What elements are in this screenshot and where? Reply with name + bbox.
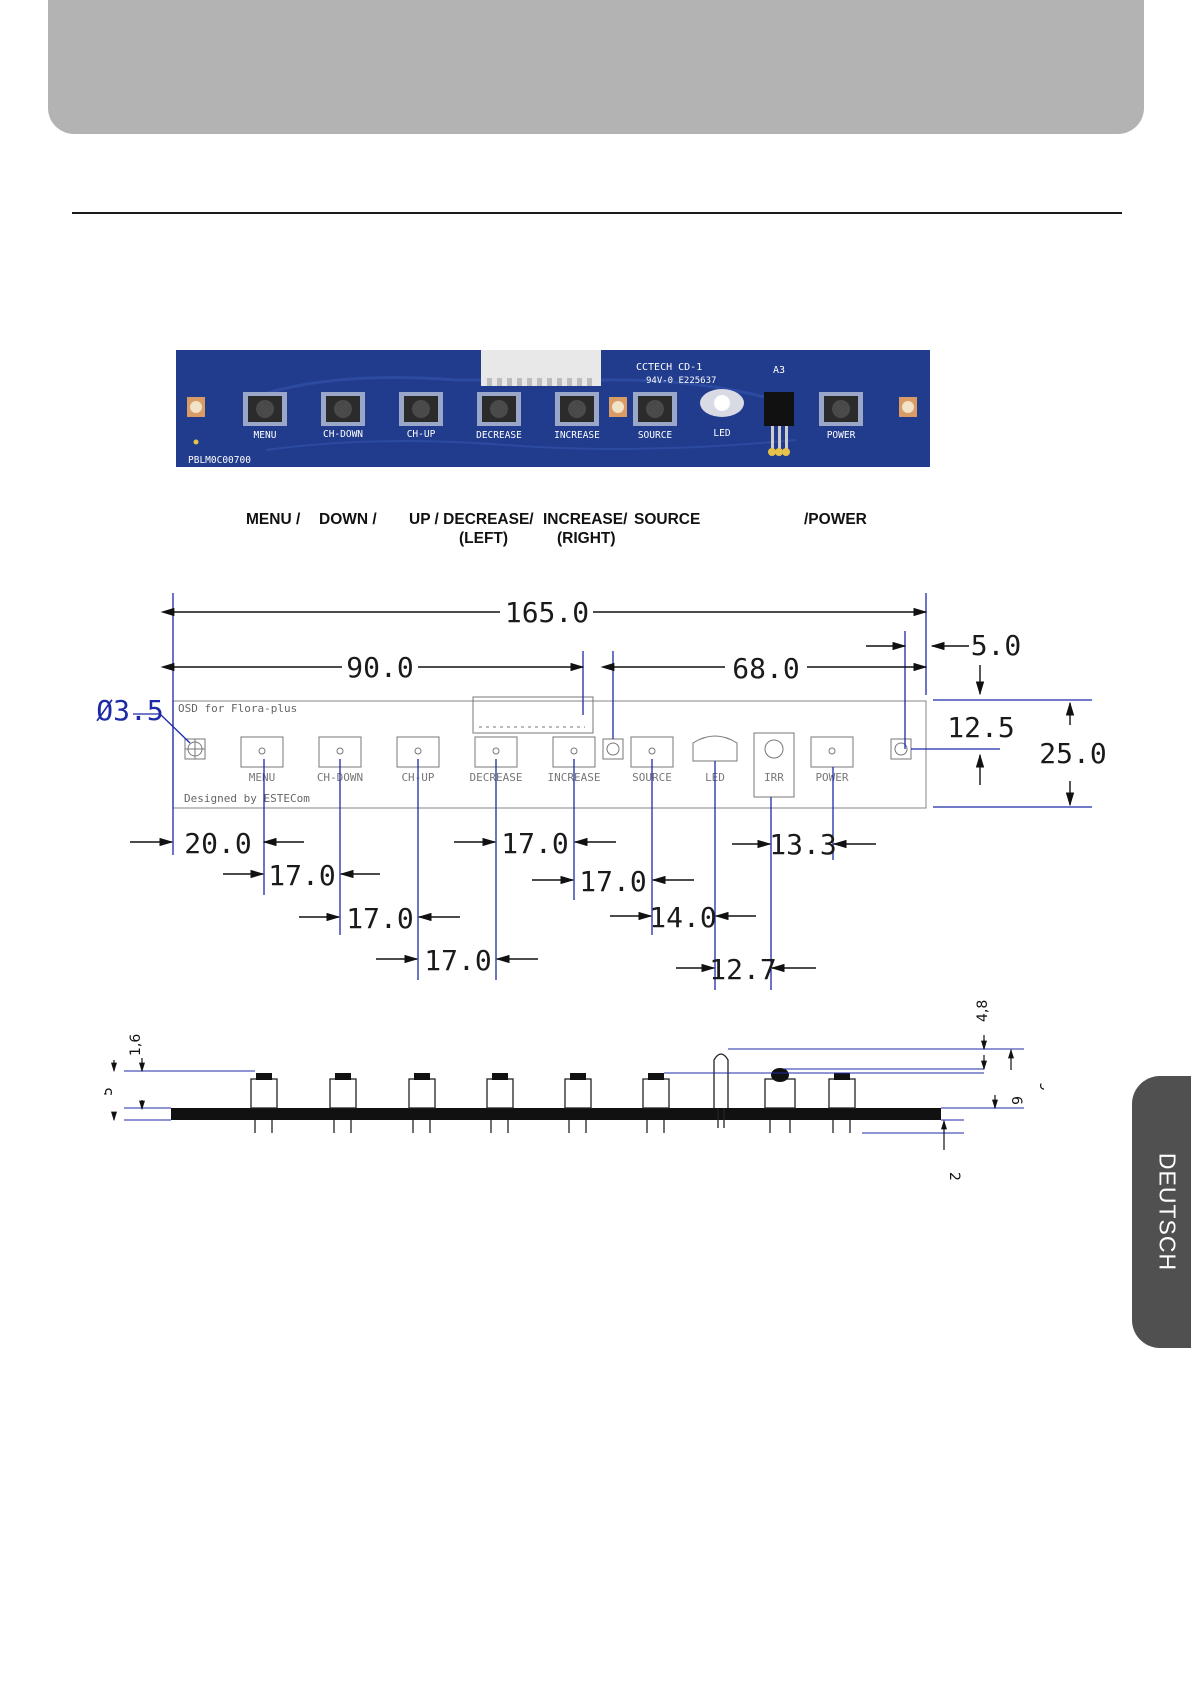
side-dim-irr-height: 6 [1008,1096,1024,1105]
language-tab-label: DEUTSCH [1154,1152,1181,1272]
pcb-button-ch-down [321,392,365,426]
dim-to-connector: 90.0 [346,651,413,684]
side-switch-cap [414,1073,430,1080]
pcb-label-led: LED [713,428,730,439]
side-switch [486,1078,514,1109]
side-switch [408,1078,436,1109]
pcb-label-power: POWER [827,430,856,441]
side-switch-cap [648,1073,664,1080]
label-right: (RIGHT) [557,530,616,547]
side-switch [642,1078,670,1109]
side-switch [250,1078,278,1109]
pcb-button-source [633,392,677,426]
dim-board-height: 25.0 [1039,737,1106,770]
label-source: SOURCE [634,511,701,528]
side-switch-cap [834,1073,850,1080]
dim-overall-width: 165.0 [505,596,589,629]
side-switch-cap [335,1073,351,1080]
pcb-photo: MENU CH-DOWN CH-UP DECREASE INCREASE SOU… [176,350,930,467]
side-board [171,1108,941,1120]
drawing-connector [472,696,594,734]
drawing-hole-middle [602,738,624,760]
drawing-led [692,735,738,762]
side-switch [828,1078,856,1109]
pcb-button-increase [555,392,599,426]
pcb-trace [245,376,777,402]
language-tab: DEUTSCH [1132,1076,1191,1348]
label-power: /POWER [804,511,867,528]
side-dim-left-height: 5 [104,1087,116,1096]
side-dim-bottom: 2 [946,1172,962,1181]
dim-first-button: 20.0 [184,827,251,860]
pcb-button-menu [243,392,287,426]
dim-edge-offset: 5.0 [971,629,1022,662]
side-dim-board: 1,6 [128,1034,144,1056]
drawing-label-menu: MENU [249,771,276,784]
side-switch [329,1078,357,1109]
pcb-silk-rating: 94V-0 E225637 [646,376,716,386]
pcb-button-power [819,392,863,426]
side-profile-drawing: 1,6 5 4,8 6 9 2 [104,1000,1044,1181]
dimension-drawing: OSD for Flora-plus Designed by ESTECom M… [96,593,1107,990]
drawing-switch-menu [240,736,284,768]
label-left: (LEFT) [459,530,509,547]
connector-pins [487,378,592,386]
pcb-label-decrease: DECREASE [476,430,522,441]
dim-hole-diameter: Ø3.5 [96,694,163,727]
pcb-label-ch-up: CH-UP [407,429,436,440]
pcb-button-ch-up [399,392,443,426]
dim-led-to-irr: 12.7 [709,953,776,986]
dim-irr-to-power: 13.3 [769,828,836,861]
side-irr-dome [771,1068,789,1082]
drawing-irr [753,732,795,798]
side-dim-led-top: 4,8 [975,1000,991,1022]
drawing-board-designer: Designed by ESTECom [184,792,310,805]
pcb-silk-model: CCTECH CD-1 [636,362,702,373]
drawing-switch-power [810,736,854,768]
side-switch [564,1078,592,1109]
dim-spacing-e: 17.0 [579,865,646,898]
pcb-silk-rev: A3 [773,365,785,376]
label-up-decrease: UP / DECREASE/ [409,511,534,528]
section-divider [72,212,1122,214]
label-increase: INCREASE/ [543,511,628,528]
dim-source-to-led: 14.0 [649,901,716,934]
dim-spacing-d: 17.0 [501,827,568,860]
side-switch-cap [570,1073,586,1080]
side-switch-cap [256,1073,272,1080]
side-switch-cap [492,1073,508,1080]
pcb-label-ch-down: CH-DOWN [323,429,363,440]
pcb-label-source: SOURCE [638,430,673,441]
side-dim-total: 9 [1036,1082,1044,1091]
pcb-part-number: PBLM0C00700 [188,455,251,466]
pcb-trace [265,439,797,451]
drawing-label-irr: IRR [764,771,784,784]
drawing-hole-right [890,738,912,760]
dim-spacing-c: 17.0 [424,944,491,977]
side-led [713,1053,729,1108]
dim-hole-height: 12.5 [947,711,1014,744]
label-down: DOWN / [319,511,377,528]
drawing-label-power: POWER [815,771,848,784]
label-menu: MENU / [246,511,301,528]
dim-spacing-b: 17.0 [346,902,413,935]
drawing-board-title: OSD for Flora-plus [178,702,297,715]
pcb-label-menu: MENU [254,430,277,441]
pcb-button-decrease [477,392,521,426]
pcb-label-increase: INCREASE [554,430,600,441]
header-band [48,0,1144,134]
pcb-ir-receiver [764,392,794,426]
dim-spacing-a: 17.0 [268,859,335,892]
side-irr [764,1078,796,1109]
dim-connector-to-hole: 68.0 [732,652,799,685]
